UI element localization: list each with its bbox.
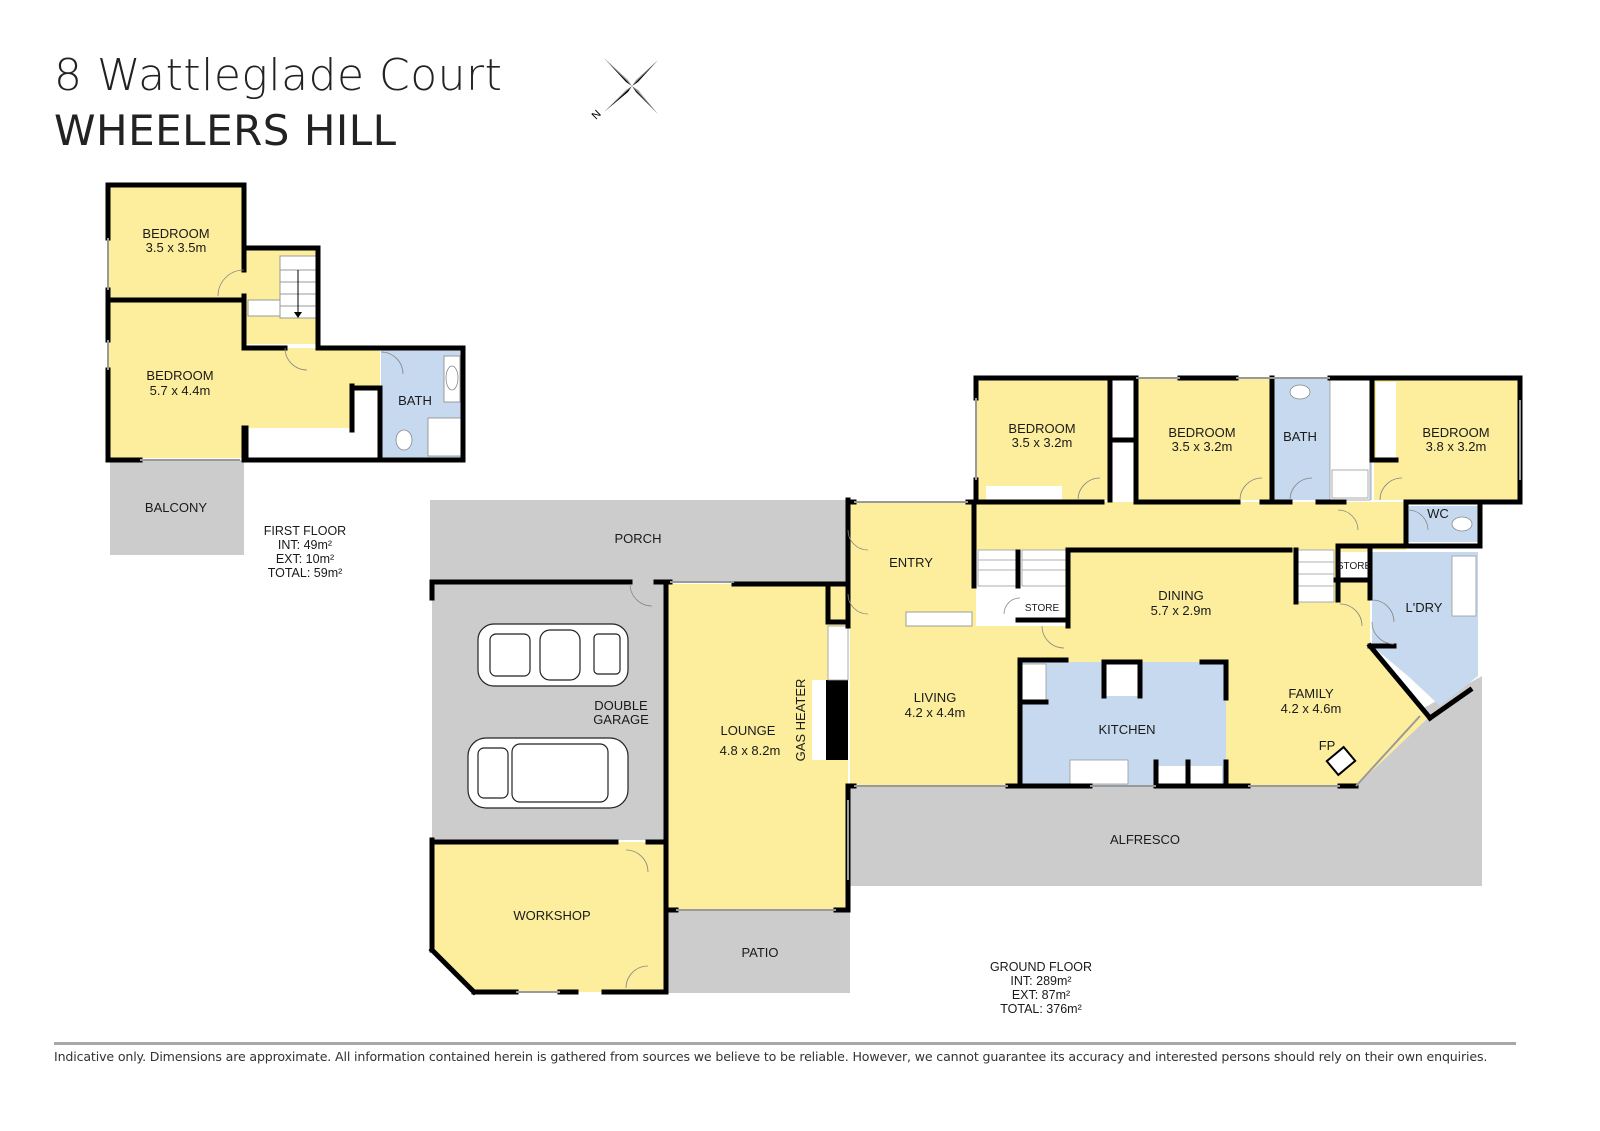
room-bedroom-first-1	[108, 185, 244, 299]
bedroom-a-label: BEDROOM	[1008, 421, 1075, 436]
store-1-label: STORE	[1025, 603, 1060, 614]
fireplace-icon	[1325, 745, 1357, 777]
fireplace-label: FP	[1319, 738, 1336, 753]
ground-floor-plan: BEDROOM 3.5 x 3.2m BEDROOM 3.5 x 3.2m BA…	[107, 238, 1523, 996]
north-compass-icon: N	[590, 58, 658, 122]
bedroom-first-1-dims: 3.5 x 3.5m	[146, 240, 207, 255]
bath-first-label: BATH	[398, 393, 432, 408]
room-store-1	[1020, 586, 1066, 622]
room-laundry	[1372, 552, 1478, 706]
property-address: 8 Wattleglade Court	[54, 50, 503, 101]
balcony-label: BALCONY	[145, 500, 207, 515]
room-workshop	[432, 842, 666, 992]
hallway	[976, 502, 1406, 550]
family-label: FAMILY	[1288, 686, 1334, 701]
bedroom-first-2-dims: 5.7 x 4.4m	[150, 383, 211, 398]
bedroom-b-label: BEDROOM	[1168, 425, 1235, 440]
lounge-dims: 4.8 x 8.2m	[720, 743, 781, 758]
room-bedroom-a	[976, 378, 1110, 500]
ground-floor-ext: EXT: 87m²	[1011, 988, 1071, 1002]
car-icon	[477, 623, 629, 687]
ground-floor-total: TOTAL: 376m²	[1000, 1002, 1082, 1016]
room-patio	[668, 910, 850, 993]
ground-floor-area-summary: GROUND FLOOR INT: 289m² EXT: 87m² TOTAL:…	[976, 960, 1106, 1016]
entry-label: ENTRY	[889, 555, 933, 570]
living-dims: 4.2 x 4.4m	[905, 705, 966, 720]
store-2-label: STORE	[1337, 561, 1372, 572]
room-balcony	[110, 460, 244, 555]
bedroom-b-dims: 3.5 x 3.2m	[1172, 439, 1233, 454]
bedroom-c-label: BEDROOM	[1422, 425, 1489, 440]
room-porch	[430, 500, 848, 582]
workshop-label: WORKSHOP	[513, 908, 590, 923]
compass-north-label: N	[590, 108, 604, 122]
footer-divider	[54, 1042, 1516, 1045]
bedroom-first-1-label: BEDROOM	[142, 226, 209, 241]
patio-label: PATIO	[741, 945, 778, 960]
family-dims: 4.2 x 4.6m	[1281, 701, 1342, 716]
double-garage-label-2: GARAGE	[593, 712, 649, 727]
ground-stairs	[977, 549, 1335, 603]
room-bedroom-c	[1374, 378, 1518, 500]
dining-dims: 5.7 x 2.9m	[1151, 603, 1212, 618]
room-store-2	[1338, 552, 1370, 580]
living-label: LIVING	[914, 690, 957, 705]
lounge-label: LOUNGE	[721, 723, 776, 738]
stair-down-arrow-icon	[294, 312, 302, 318]
suv-icon	[467, 737, 629, 809]
room-bedroom-b	[1136, 378, 1270, 500]
bath-ground-label: BATH	[1283, 429, 1317, 444]
laundry-label: L'DRY	[1406, 600, 1443, 615]
room-entry	[848, 502, 976, 626]
ground-floor-int: INT: 289m²	[1010, 974, 1072, 988]
bedroom-c-dims: 3.8 x 3.2m	[1426, 439, 1487, 454]
first-floor-ext: EXT: 10m²	[275, 552, 335, 566]
gas-heater-label: GAS HEATER	[793, 679, 808, 762]
bedroom-a-dims: 3.5 x 3.2m	[1012, 435, 1073, 450]
ground-floor-title: GROUND FLOOR	[989, 960, 1093, 974]
bedroom-first-2-label: BEDROOM	[146, 368, 213, 383]
wc-label: WC	[1427, 506, 1449, 521]
kitchen-label: KITCHEN	[1098, 722, 1155, 737]
room-bedroom-first-2	[108, 302, 380, 458]
dining-label: DINING	[1158, 588, 1204, 603]
room-alfresco	[850, 786, 1482, 886]
room-kitchen	[1020, 662, 1226, 786]
alfresco-label: ALFRESCO	[1110, 832, 1180, 847]
double-garage-label-1: DOUBLE	[594, 698, 648, 713]
first-floor-plan: BEDROOM 3.5 x 3.5m BEDROOM 5.7 x 4.4m BA…	[105, 182, 466, 555]
disclaimer-text: Indicative only. Dimensions are approxim…	[54, 1049, 1488, 1064]
first-floor-title: FIRST FLOOR	[263, 524, 347, 538]
porch-label: PORCH	[615, 531, 662, 546]
first-floor-area-summary: FIRST FLOOR INT: 49m² EXT: 10m² TOTAL: 5…	[244, 524, 366, 580]
first-floor-total: TOTAL: 59m²	[267, 566, 343, 580]
property-suburb: WHEELERS HILL	[54, 106, 397, 155]
first-floor-int: INT: 49m²	[277, 538, 333, 552]
